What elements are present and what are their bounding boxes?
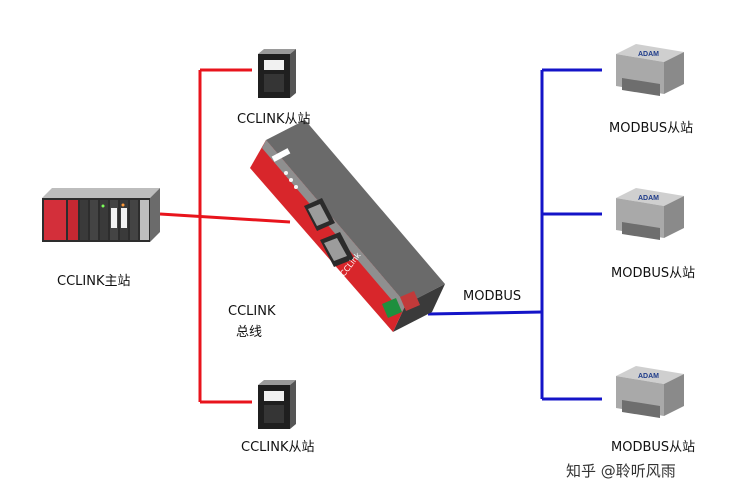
modbus-slave-label-2: MODBUS从站 <box>611 266 696 281</box>
watermark-text: 知乎 @聆听风雨 <box>566 462 676 480</box>
cclink-bus-label-line1: CCLINK <box>228 304 276 319</box>
servo-drive-icon-top <box>258 49 296 98</box>
cclink-bus-label-line2: 总线 <box>236 325 263 340</box>
modbus-bus-label: MODBUS <box>463 289 522 304</box>
cclink-bus-lines <box>159 68 291 404</box>
modbus-slave-label-3: MODBUS从站 <box>611 440 696 455</box>
gateway-device-icon: CCLink <box>250 120 445 332</box>
module-brand-2: ADAM <box>638 195 659 202</box>
adam-module-icon-3: ADAM <box>616 366 684 418</box>
cclink-main-line <box>159 212 291 224</box>
servo-drive-icon-bottom <box>258 380 296 429</box>
modbus-bus-lines <box>427 68 602 401</box>
plc-master-icon <box>42 188 160 242</box>
cclink-slave-label-bottom: CCLINK从站 <box>241 440 315 455</box>
adam-module-icon-1: ADAM <box>616 44 684 96</box>
adam-module-icon-2: ADAM <box>616 188 684 240</box>
cclink-slave-label-top: CCLINK从站 <box>237 112 311 127</box>
modbus-main-line <box>427 310 543 316</box>
modbus-slave-label-1: MODBUS从站 <box>609 121 694 136</box>
cclink-master-label: CCLINK主站 <box>57 274 131 289</box>
module-brand-3: ADAM <box>638 373 659 380</box>
module-brand-1: ADAM <box>638 51 659 58</box>
